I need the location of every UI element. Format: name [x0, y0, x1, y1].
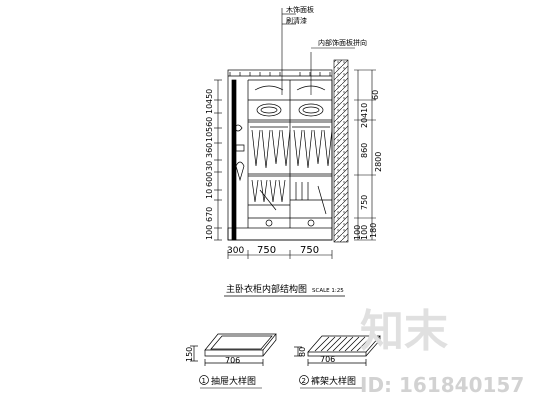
left-dim-label: 670 — [205, 207, 214, 222]
top-note-1: 木饰面板 — [286, 5, 314, 14]
rack-2-width: 706 — [320, 355, 335, 364]
drawer-1-width: 706 — [225, 356, 240, 365]
wall-hatch — [333, 59, 349, 243]
left-dim-label: 10 — [205, 132, 214, 142]
wardrobe-elevation — [227, 69, 333, 241]
right-note: 内部饰面板拼向 — [318, 38, 367, 47]
right-dim-label: 60 — [371, 90, 380, 100]
bottom-dim-label: 750 — [257, 245, 276, 256]
bottom-dimension-line — [227, 250, 333, 259]
right-dim-label: 180 — [369, 223, 378, 238]
left-dim-label: 360 — [205, 143, 214, 158]
watermark-logo-text: 知末 — [360, 306, 448, 357]
left-dim-label: 450 — [205, 89, 214, 104]
drawer-detail-1 — [190, 333, 277, 366]
trouser-rack-detail-2 — [294, 335, 381, 366]
left-dim-label: 560 — [205, 117, 214, 132]
bottom-dim-label: 750 — [300, 245, 319, 256]
left-dim-label: 10 — [205, 104, 214, 114]
right-dim-label: 100 — [353, 225, 362, 240]
right-dim-label: 20 — [360, 118, 369, 128]
drawing-title: 主卧衣柜内部结构图 — [226, 283, 307, 295]
right-total-dim: 2800 — [374, 152, 383, 172]
drawer-1-badge — [199, 375, 209, 385]
rack-2-num: 2 — [302, 377, 306, 385]
left-dim-label: 100 — [205, 225, 214, 240]
watermark-id: ID: 161840157 — [360, 373, 524, 397]
right-dim-label: 100 — [360, 225, 369, 240]
left-dimension-labels: 100 670 10 600 30 360 10 560 10 450 — [205, 89, 214, 240]
right-dimension-labels: 2800 100 750 860 410 20 60 100 180 — [353, 90, 383, 240]
drawer-1-caption: 抽屉大样图 — [211, 375, 256, 387]
rack-2-badge — [299, 375, 309, 385]
leader-annotations — [281, 8, 355, 95]
right-dimension-lines — [354, 69, 376, 241]
drawer-1-num: 1 — [202, 377, 206, 385]
drawer-1-height: 150 — [185, 347, 194, 362]
right-dim-label: 410 — [360, 103, 369, 118]
top-note-2: 刷清漆 — [286, 16, 307, 25]
left-dim-label: 10 — [205, 189, 214, 199]
left-dim-label: 600 — [205, 172, 214, 187]
right-dim-label: 860 — [360, 143, 369, 158]
bottom-dim-label: 300 — [227, 246, 244, 256]
left-dimension-line — [214, 79, 222, 241]
rack-2-caption: 裤架大样图 — [311, 375, 356, 387]
rack-2-height: 80 — [298, 347, 307, 357]
right-dim-label: 750 — [360, 195, 369, 210]
left-dim-label: 30 — [205, 161, 214, 171]
drawing-scale: SCALE 1:25 — [312, 288, 344, 294]
